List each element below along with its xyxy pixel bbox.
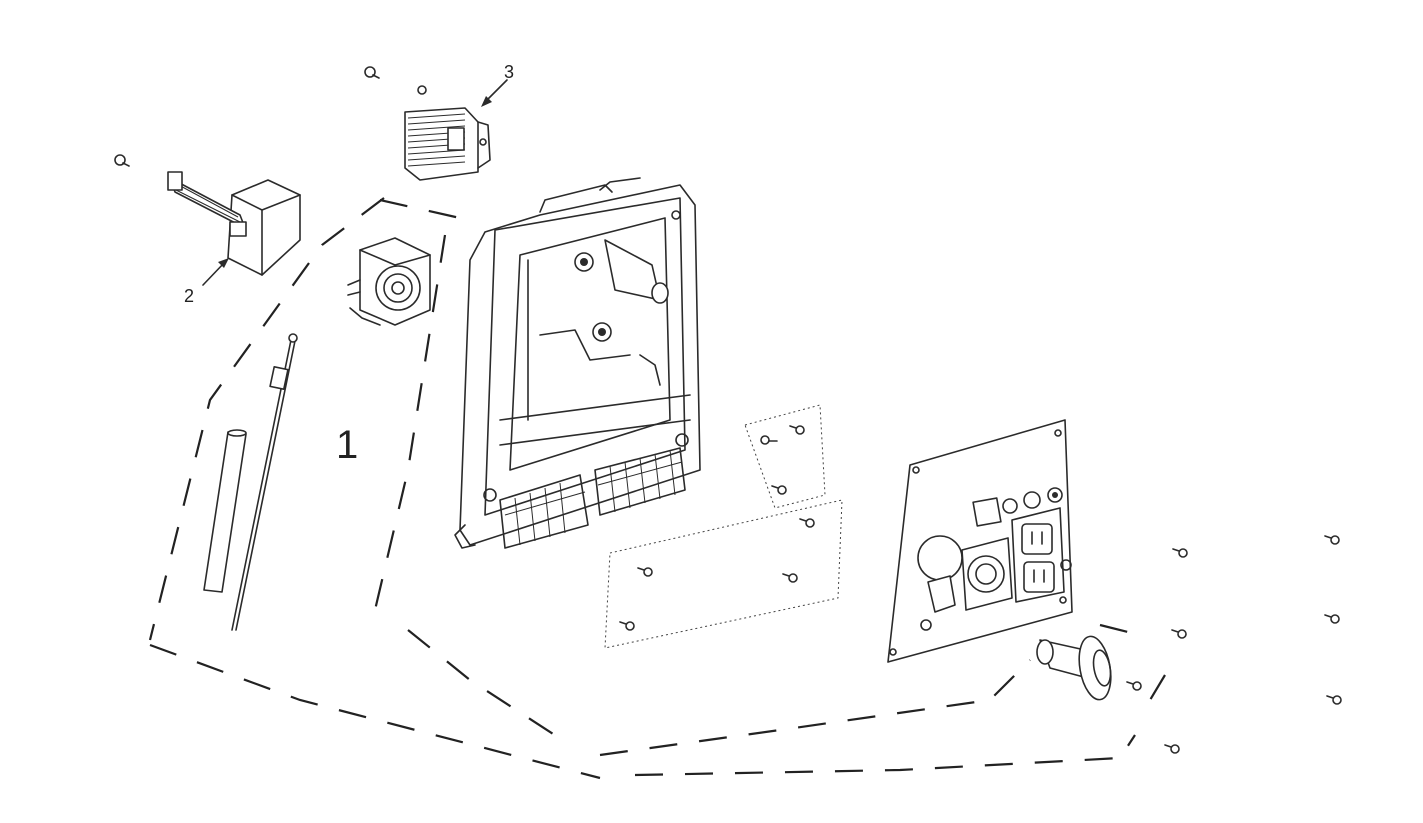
- screw: [1324, 614, 1340, 624]
- part-2-connector-module: [167, 171, 301, 276]
- group-label-1: 1: [336, 423, 358, 467]
- dotted-hardware-group-lower: [604, 499, 843, 649]
- screw: [1126, 681, 1142, 691]
- control-housing-frame: [454, 177, 701, 549]
- control-panel-plate: [887, 419, 1073, 663]
- vent-grille: [499, 447, 686, 549]
- fan-motor-assembly: [347, 237, 431, 326]
- callout-label-2: 2: [184, 286, 194, 306]
- callout-arrow-3: [481, 79, 508, 107]
- callout-label-3: 3: [504, 62, 514, 82]
- screw: [364, 66, 380, 79]
- dotted-hardware-group-upper: [744, 404, 826, 509]
- screw: [1326, 695, 1342, 705]
- screw: [1164, 744, 1180, 754]
- assembly-boundary-dashed: [148, 197, 1166, 780]
- choke-knob: [1036, 635, 1112, 701]
- screw: [637, 567, 653, 577]
- screw: [760, 435, 778, 445]
- screw: [789, 425, 805, 435]
- screw: [799, 518, 815, 528]
- part-3-heatsink-module: [404, 107, 491, 181]
- screw: [1171, 629, 1187, 639]
- duplex-outlet: [1011, 507, 1065, 603]
- screw-set: [114, 66, 1342, 754]
- screw: [782, 573, 798, 583]
- screw: [417, 85, 427, 95]
- screw: [1324, 535, 1340, 545]
- screw: [114, 154, 130, 167]
- screw: [1172, 548, 1188, 558]
- screw: [771, 485, 787, 495]
- twist-lock-outlet: [961, 537, 1013, 611]
- sleeve-tube: [203, 429, 247, 593]
- rod-assembly: [231, 333, 298, 631]
- callout-arrow-2: [202, 258, 229, 286]
- screw: [619, 621, 635, 631]
